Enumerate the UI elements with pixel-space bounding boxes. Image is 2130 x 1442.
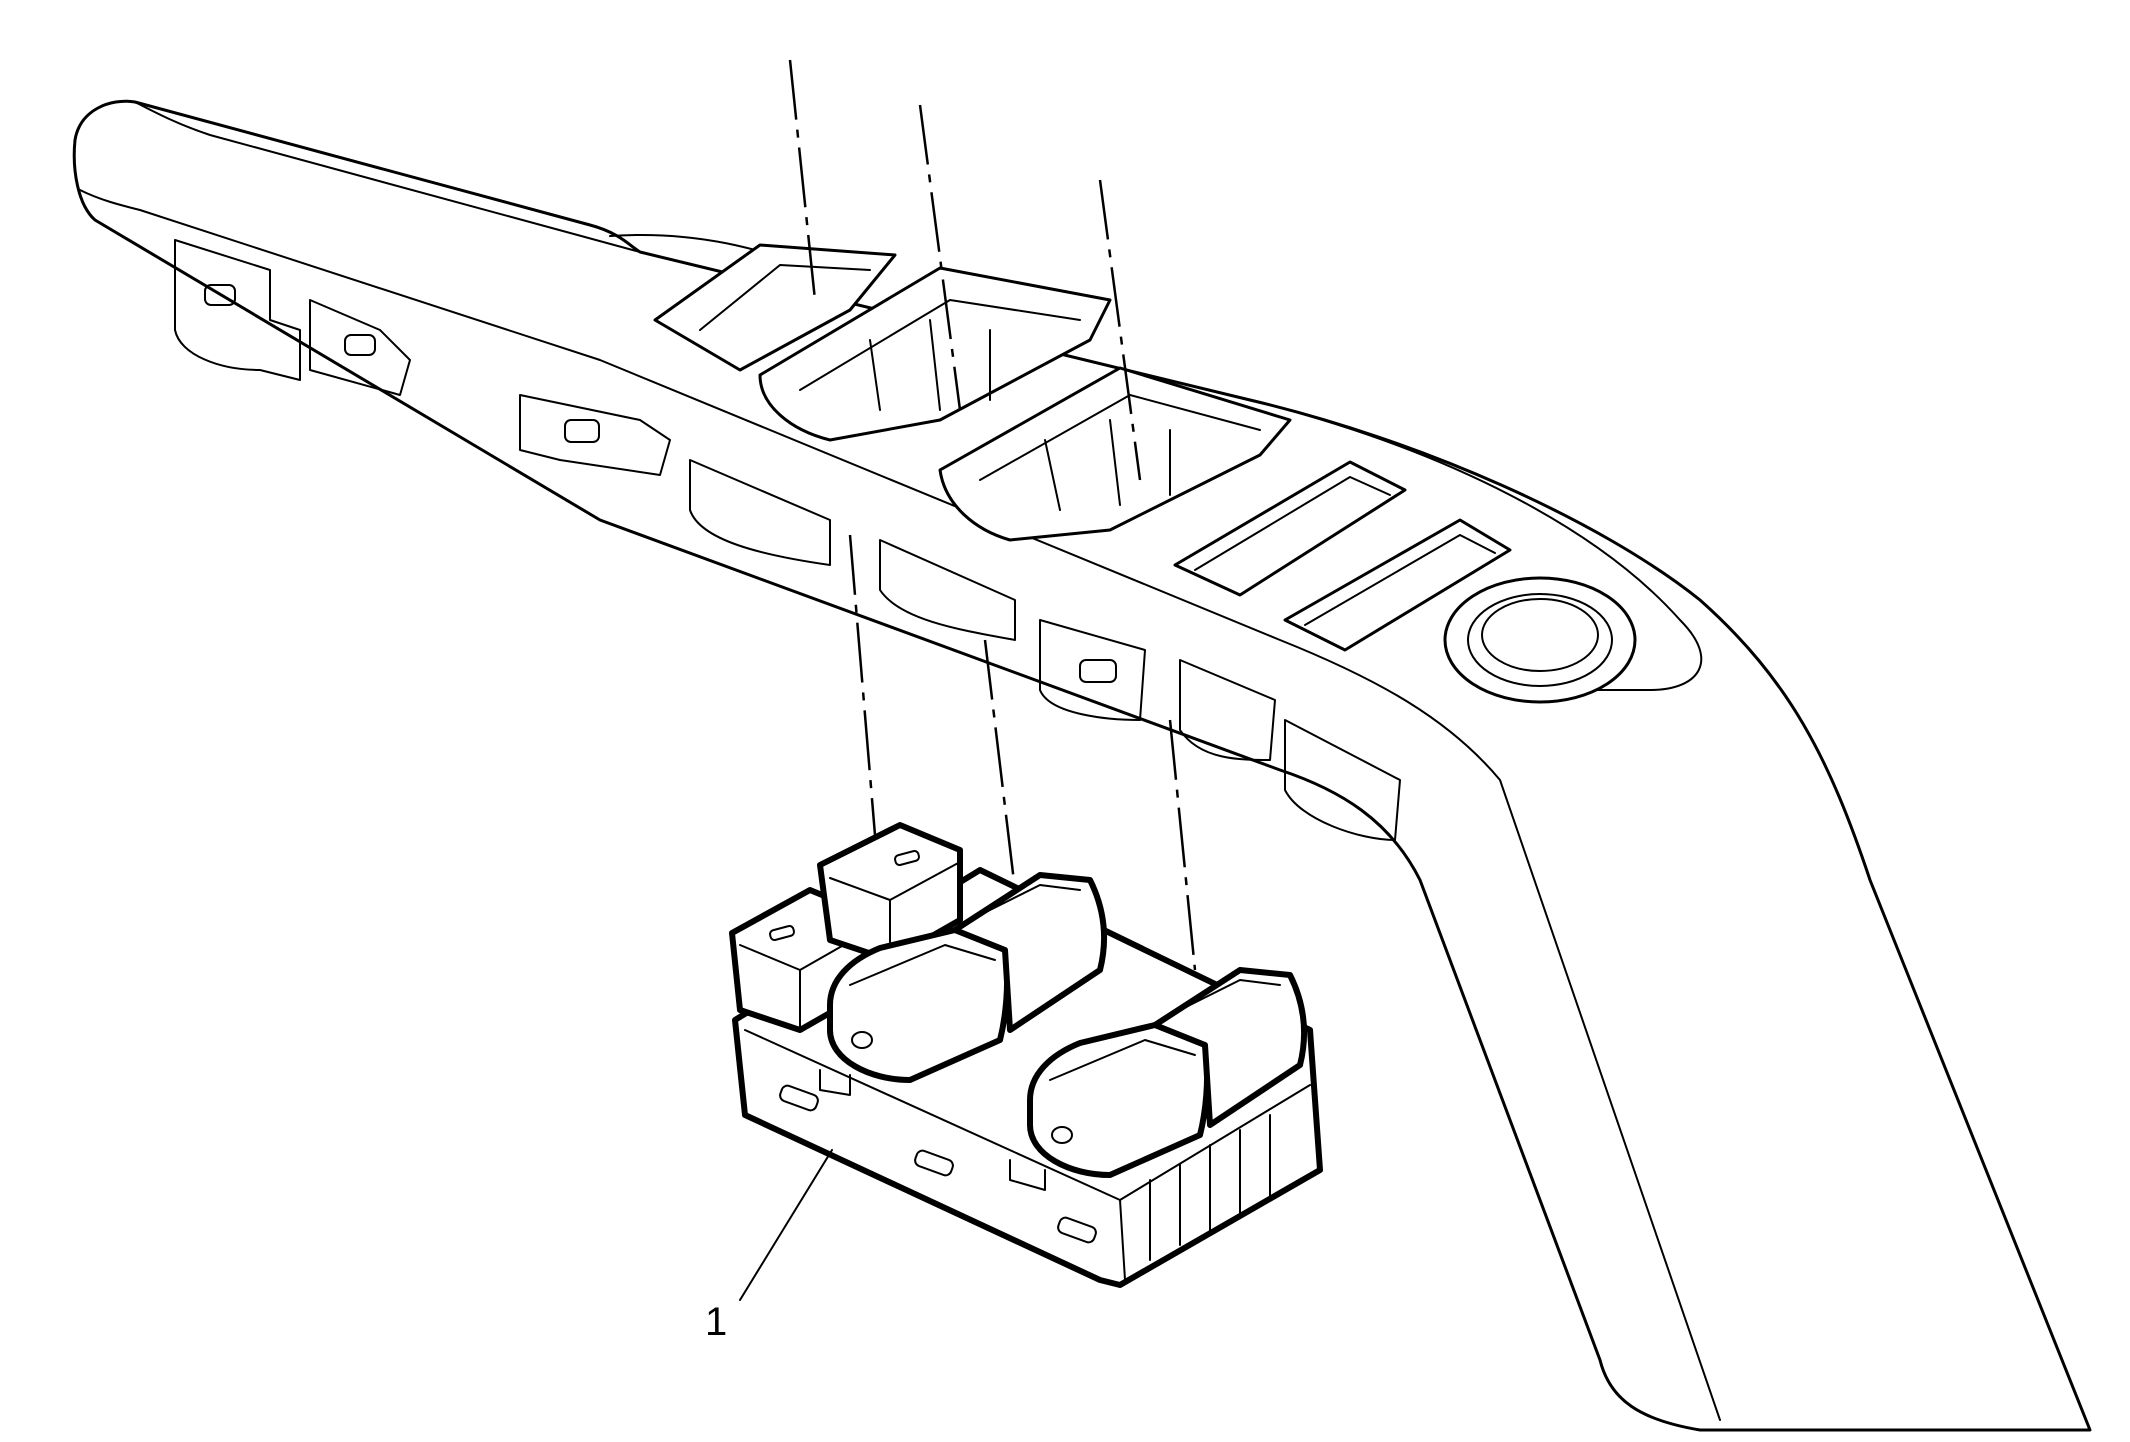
- armrest-mounting-clips: [174, 239, 1401, 841]
- window-switch-assembly: [729, 822, 1323, 1288]
- alignment-line-5: [983, 639, 1017, 891]
- alignment-lines: [788, 59, 1197, 971]
- alignment-line-3: [1098, 179, 1142, 481]
- door-armrest-trim-panel: [72, 99, 2092, 1432]
- alignment-line-6: [1168, 719, 1197, 971]
- alignment-line-4: [848, 534, 877, 836]
- callout-1: 1: [705, 1149, 833, 1344]
- alignment-line-2: [918, 104, 962, 411]
- armrest-switch-openings: [653, 243, 1637, 704]
- callout-1-leader: [739, 1149, 833, 1301]
- callout-1-label: 1: [705, 1300, 727, 1344]
- alignment-line-1: [788, 59, 817, 301]
